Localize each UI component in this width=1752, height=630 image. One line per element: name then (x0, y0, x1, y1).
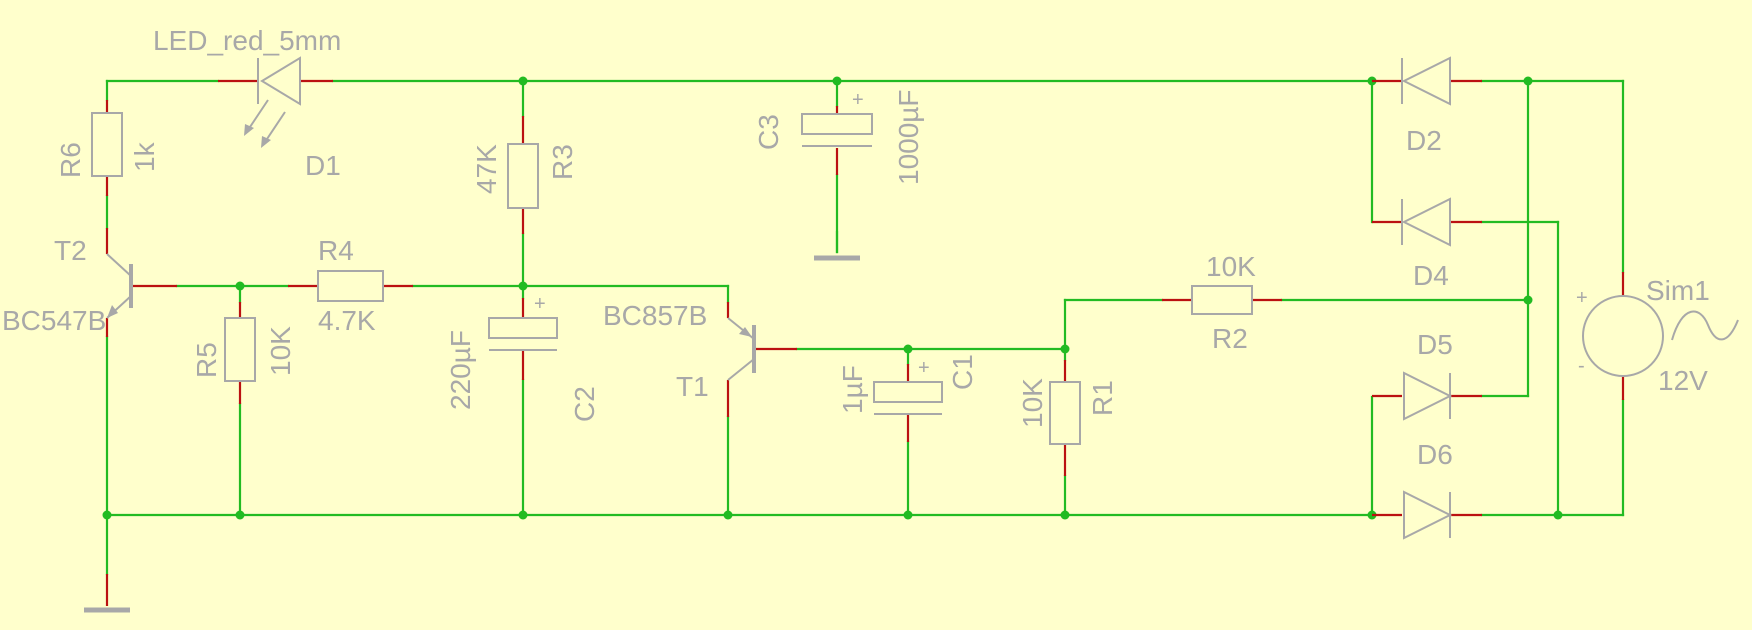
sine-wave-icon (1671, 310, 1739, 341)
resistor-r4-value: 4.7K (318, 305, 376, 336)
resistor-r3-ref: R3 (547, 144, 578, 180)
transistor-t2: T2 BC547B (2, 228, 177, 337)
diode-d4-ref: D4 (1413, 260, 1449, 291)
ac-source-plus: + (1576, 287, 1588, 309)
diode-d5-ref: D5 (1417, 329, 1453, 360)
capacitor-c1-ref: C1 (947, 354, 978, 390)
led-d1-value: LED_red_5mm (153, 25, 341, 56)
diode-d4: D4 (1372, 197, 1482, 291)
led-d1: LED_red_5mm D1 (153, 25, 341, 181)
capacitor-c3-plus: + (852, 89, 864, 111)
capacitor-c3: + C3 1000µF (753, 89, 924, 185)
ac-source-sim1: + - Sim1 12V (1576, 272, 1739, 400)
junctions (102, 76, 1563, 520)
resistor-r5-ref: R5 (191, 342, 222, 378)
diode-d6-ref: D6 (1417, 439, 1453, 470)
resistor-r1-ref: R1 (1087, 380, 1118, 416)
capacitor-c3-value: 1000µF (893, 89, 924, 185)
transistor-t2-value: BC547B (2, 305, 106, 336)
transistor-t1-value: BC857B (603, 300, 707, 331)
diode-d2: D2 (1372, 56, 1482, 156)
resistor-r6-ref: R6 (55, 142, 86, 178)
capacitor-c2-value: 220µF (445, 330, 476, 410)
resistor-r1: 10K R1 (1017, 360, 1118, 476)
led-d1-ref: D1 (305, 150, 341, 181)
transistor-t1: BC857B T1 (603, 300, 797, 417)
resistor-r2-value: 10K (1206, 251, 1256, 282)
diode-d5: D5 (1372, 329, 1482, 421)
capacitor-c2-plus: + (534, 293, 546, 315)
resistor-r3: 47K R3 (471, 116, 578, 234)
ac-source-minus: - (1578, 355, 1585, 377)
diode-d6: D6 (1372, 439, 1482, 540)
resistor-r6-value: 1k (129, 141, 160, 172)
resistor-r5: R5 10K (191, 302, 296, 404)
capacitor-c1: + 1µF C1 (837, 354, 978, 442)
resistor-r4: R4 4.7K (288, 235, 413, 336)
transistor-t1-ref: T1 (676, 371, 709, 402)
resistor-r2-ref: R2 (1212, 323, 1248, 354)
capacitor-c2-ref: C2 (569, 386, 600, 422)
resistor-r3-value: 47K (471, 144, 502, 194)
capacitor-c2: + 220µF C2 (445, 293, 600, 422)
resistor-r2: 10K R2 (1162, 251, 1282, 354)
resistor-r5-value: 10K (265, 326, 296, 376)
resistor-r1-value: 10K (1017, 378, 1048, 428)
resistor-r4-ref: R4 (318, 235, 354, 266)
resistor-r6: R6 1k (55, 100, 160, 196)
diode-d2-ref: D2 (1406, 125, 1442, 156)
wires (105, 79, 1625, 576)
capacitor-c1-value: 1µF (837, 365, 868, 414)
ac-source-value: 12V (1658, 365, 1708, 396)
capacitor-c1-plus: + (918, 357, 930, 379)
capacitor-c3-ref: C3 (753, 114, 784, 150)
ac-source-ref: Sim1 (1646, 275, 1710, 306)
transistor-t2-ref: T2 (54, 235, 87, 266)
ground-symbols (84, 230, 860, 613)
